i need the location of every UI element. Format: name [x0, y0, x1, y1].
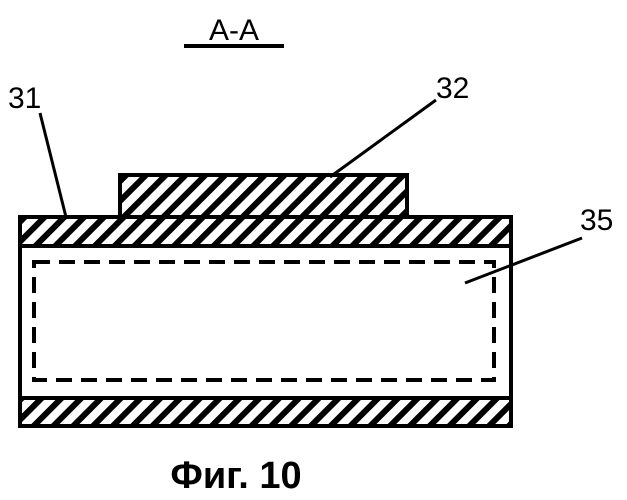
top-hatched-layer	[20, 217, 511, 246]
upper-strip	[120, 175, 407, 217]
leader-line-32	[330, 100, 436, 177]
ref-label-35: 35	[580, 204, 613, 237]
section-label: A-A	[209, 14, 259, 47]
ref-label-32: 32	[436, 72, 469, 105]
ref-label-31: 31	[8, 82, 41, 115]
figure-caption: Фиг. 10	[170, 455, 301, 497]
inner-dashed-region	[34, 262, 494, 380]
bottom-hatched-layer	[20, 398, 511, 426]
leader-line-31	[40, 113, 66, 217]
